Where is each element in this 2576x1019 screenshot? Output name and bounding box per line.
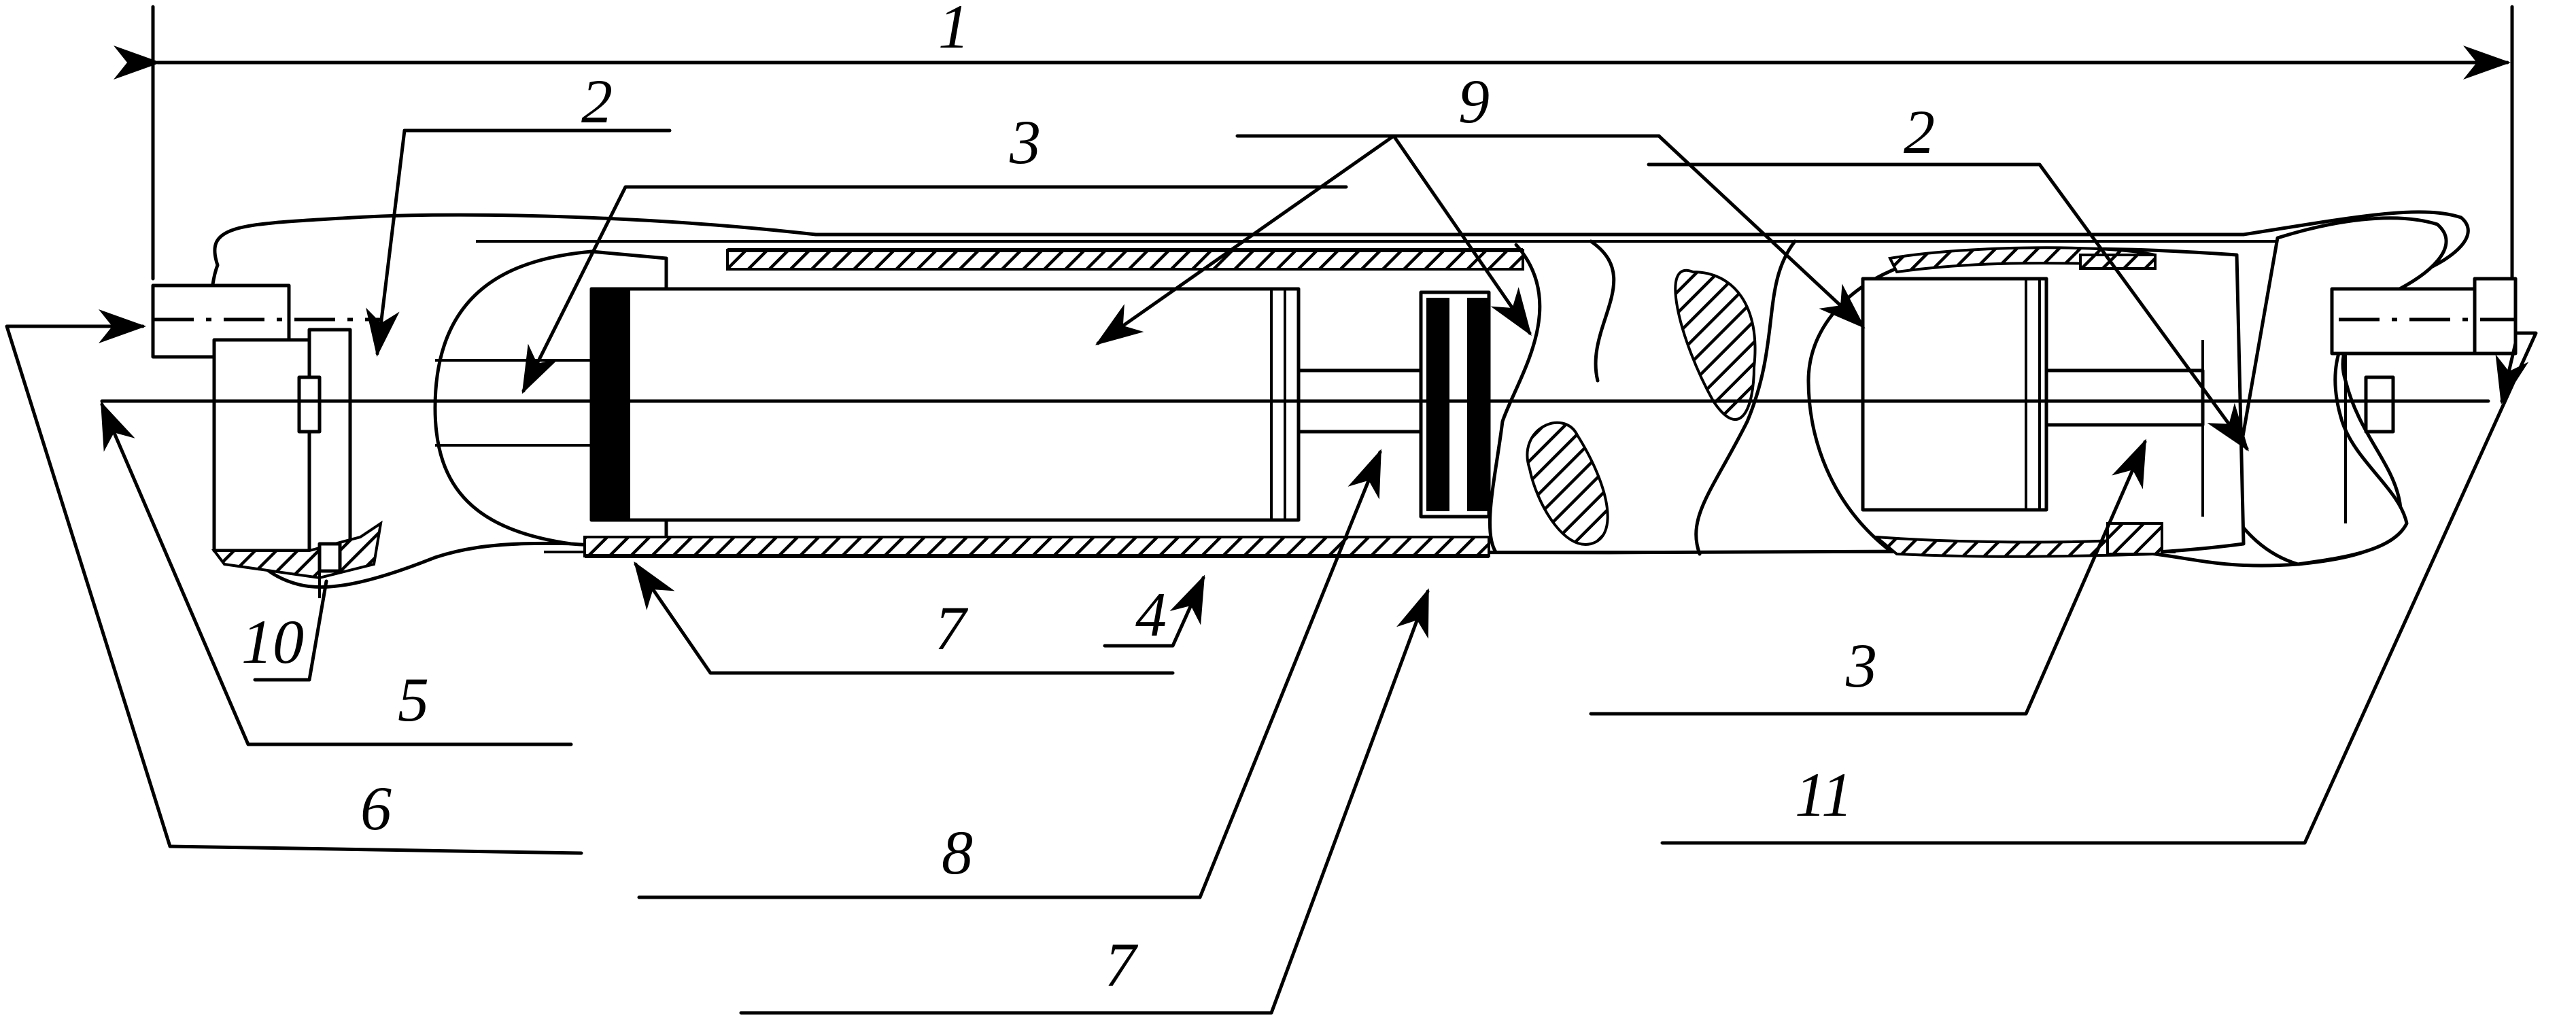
- left-flange: [151, 283, 383, 598]
- part-labels: 1 2 3 9 2 7 4 10 5 6 8 7 3 11: [241, 0, 1935, 999]
- right-end-hatch: [2079, 254, 2163, 555]
- label-6: 6: [360, 774, 392, 843]
- label-10: 10: [241, 607, 304, 676]
- label-7-mid: 7: [935, 593, 969, 663]
- label-2-left: 2: [581, 67, 613, 136]
- label-4: 4: [1135, 580, 1167, 649]
- right-end-cap: [2228, 216, 2448, 566]
- label-3-right: 3: [1845, 631, 1877, 700]
- left-piston: [589, 287, 1301, 522]
- label-9: 9: [1458, 67, 1490, 136]
- label-1: 1: [938, 0, 969, 61]
- leader-lines: [5, 128, 2538, 1015]
- label-3-top: 3: [1009, 107, 1041, 177]
- label-5: 5: [398, 665, 429, 734]
- label-7-bottom: 7: [1105, 930, 1139, 999]
- label-2-right: 2: [1904, 97, 1935, 167]
- label-8: 8: [942, 818, 973, 887]
- tube-wall: [583, 248, 1524, 558]
- label-11: 11: [1795, 760, 1853, 829]
- center-axis: [100, 317, 2515, 447]
- overall-dimension: [114, 5, 2514, 281]
